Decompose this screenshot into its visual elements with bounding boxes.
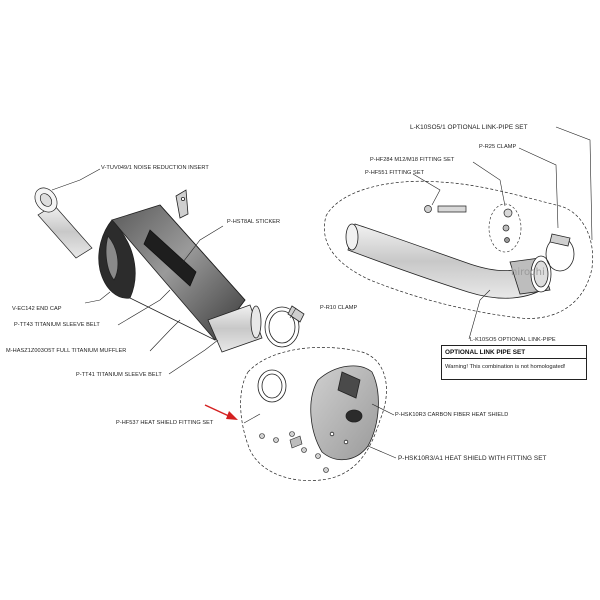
label-heat-shield-fitting: P-HF537 HEAT SHIELD FITTING SET	[116, 420, 214, 426]
label-heat-shield-set: P-HSK10R3/A1 HEAT SHIELD WITH FITTING SE…	[398, 455, 547, 462]
heat-shield-clamp-ring	[257, 369, 287, 403]
label-clamp-r25: P-R25 CLAMP	[479, 144, 517, 150]
label-heat-shield-cf: P-HSK10R3 CARBON FIBER HEAT SHIELD	[395, 412, 509, 418]
leader-lines	[51, 126, 593, 459]
carbon-fiber-heat-shield	[310, 365, 379, 460]
label-noise-insert: V-TUV049/1 NOISE REDUCTION INSERT	[101, 165, 209, 171]
full-titanium-muffler	[98, 189, 263, 353]
fitting-hf284-dashed-region	[488, 203, 522, 253]
optional-link-pipe-note: OPTIONAL LINK PIPE SET Warning! This com…	[441, 345, 587, 380]
label-end-cap: V-EC142 END CAP	[12, 306, 62, 312]
noise-reduction-insert	[34, 187, 93, 259]
label-clamp-r10: P-R10 CLAMP	[320, 305, 358, 311]
heat-shield-fittings	[259, 431, 329, 473]
link-pipe-dashed-region	[324, 180, 594, 319]
note-title: OPTIONAL LINK PIPE SET	[445, 349, 526, 356]
p-r10-clamp	[264, 305, 305, 348]
label-fitting-hf551: P-HF551 FITTING SET	[365, 170, 425, 176]
note-warning-text: Warning! This combination is not homolog…	[445, 364, 566, 370]
note-divider	[442, 358, 586, 359]
label-link-pipe: L-K10SO5 OPTIONAL LINK-PIPE	[470, 337, 556, 343]
label-link-pipe-set: L-K10SO5/1 OPTIONAL LINK-PIPE SET	[410, 124, 528, 131]
label-sleeve-belt-tt41: P-TT41 TITANIUM SLEEVE BELT	[76, 372, 162, 378]
label-sleeve-belt-tt43: P-TT43 TITANIUM SLEEVE BELT	[14, 322, 100, 328]
fitting-hardware	[424, 205, 513, 243]
label-fitting-hf284: P-HF284 M12/M18 FITTING SET	[370, 157, 455, 163]
p-r25-clamp	[545, 233, 575, 272]
heat-shield-dashed-region	[240, 347, 387, 481]
label-muffler: M-HASZ1Z003O5T FULL TITANIUM MUFFLER	[6, 348, 127, 354]
red-pointer-arrow	[204, 404, 238, 420]
watermark: hirochi	[511, 267, 545, 278]
label-sticker: P-HST8AL STICKER	[227, 219, 281, 225]
optional-link-pipe	[345, 223, 552, 299]
